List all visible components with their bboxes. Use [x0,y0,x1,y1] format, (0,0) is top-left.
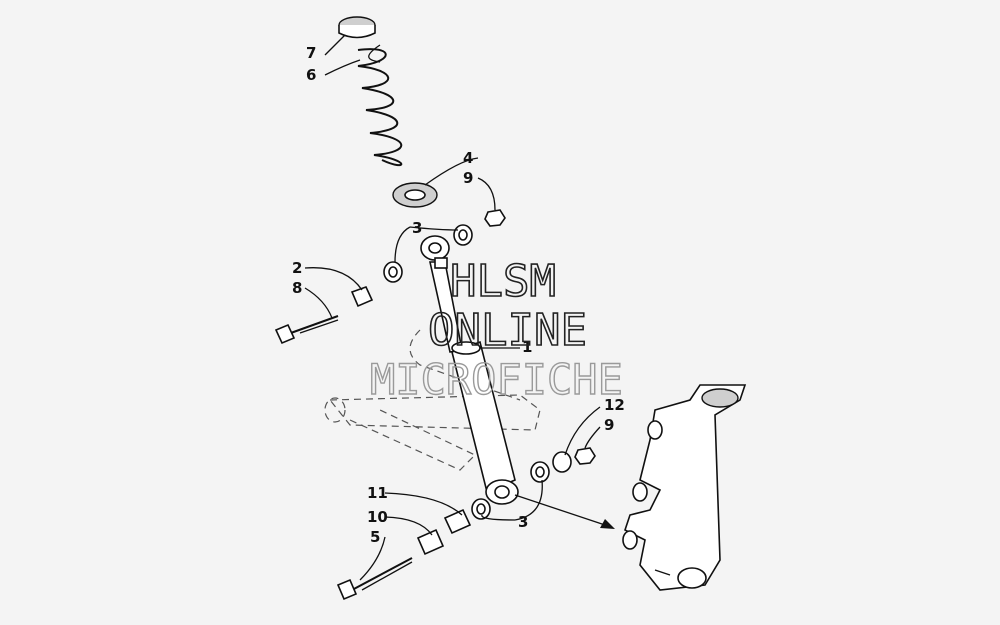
callout-6: 6 [306,66,316,84]
upper-bolt-and-sleeve [274,286,374,345]
spring-retainer-cap [338,16,376,39]
callout-11: 11 [367,484,388,502]
watermark-line-2: ONLINE [428,305,587,356]
callout-2: 2 [292,259,302,277]
callout-7: 7 [306,44,316,62]
watermark-line-1: HLSM [450,256,556,307]
callout-10: 10 [367,508,388,526]
lower-hardware [471,447,596,520]
spring-seat [392,182,438,208]
lower-bolt-and-sleeves [336,508,472,601]
callout-8: 8 [292,279,302,297]
assembly-arrow [514,494,615,529]
upper-hardware [383,209,506,283]
watermark-line-3: MICROFICHE [370,355,623,404]
callout-3-lower: 3 [518,513,528,531]
callout-3-upper: 3 [412,219,422,237]
leader-lines [304,34,601,581]
callout-4: 4 [463,149,473,167]
callout-5: 5 [370,528,380,546]
callout-12: 12 [604,396,625,414]
steering-knuckle [622,384,747,591]
coil-spring [357,44,403,167]
callout-9-lower: 9 [604,416,614,434]
callout-1: 1 [522,338,532,356]
callout-9-upper: 9 [463,169,473,187]
